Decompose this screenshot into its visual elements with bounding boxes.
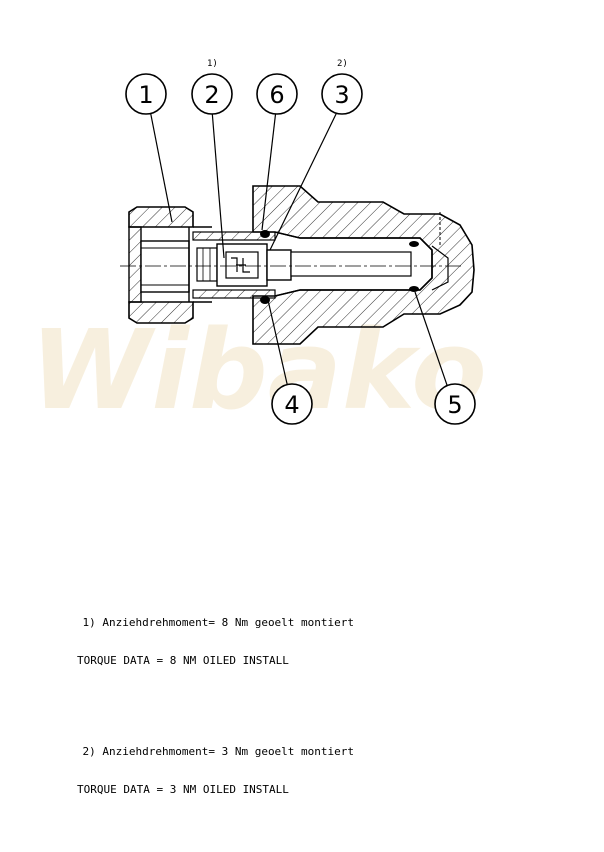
torque-notes: 1) Anziehdrehmoment= 8 Nm geoelt montier…	[56, 594, 354, 852]
note-2-de: Anziehdrehmoment= 3 Nm geoelt montiert	[102, 745, 355, 758]
note-2-en: TORQUE DATA = 3 NM OILED INSTALL	[77, 783, 289, 796]
note-2-marker: 2)	[82, 745, 96, 758]
fitting-nut	[128, 206, 212, 324]
callout-3-label: 3	[334, 81, 349, 109]
note-ref-1: 1)	[207, 59, 218, 69]
o-rings	[260, 230, 419, 304]
callout-6: 6	[256, 73, 298, 115]
callout-4: 4	[271, 383, 313, 425]
callout-4-label: 4	[284, 391, 299, 419]
leader-lines	[149, 109, 449, 389]
note-1-de: Anziehdrehmoment= 8 Nm geoelt montiert	[102, 616, 355, 629]
callout-5-label: 5	[447, 391, 462, 419]
technical-drawing: Wibako	[30, 59, 487, 434]
callout-2: 2	[191, 73, 233, 115]
note-1-en: TORQUE DATA = 8 NM OILED INSTALL	[77, 654, 289, 667]
note-2: 2) Anziehdrehmoment= 3 Nm geoelt montier…	[56, 723, 354, 837]
valve-insert	[192, 231, 412, 299]
callout-6-label: 6	[269, 81, 284, 109]
callout-3: 3	[321, 73, 363, 115]
note-ref-2: 2)	[337, 59, 348, 69]
callout-1: 1	[125, 73, 167, 115]
callout-5: 5	[434, 383, 476, 425]
callout-2-label: 2	[204, 81, 219, 109]
note-1: 1) Anziehdrehmoment= 8 Nm geoelt montier…	[56, 594, 354, 708]
note-1-marker: 1)	[82, 616, 96, 629]
callout-1-label: 1	[138, 81, 153, 109]
